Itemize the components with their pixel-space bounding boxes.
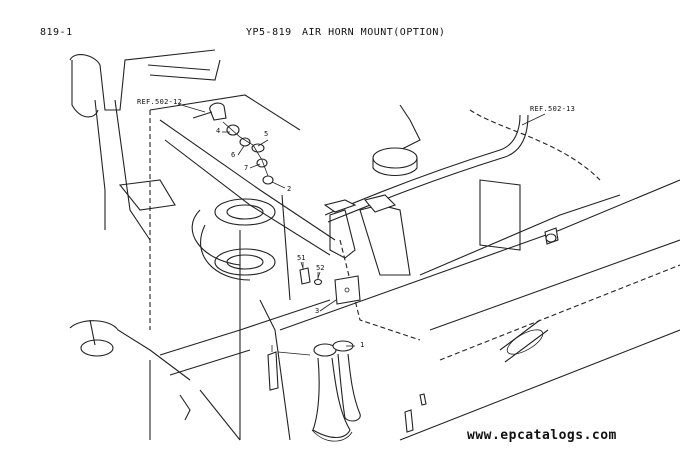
callout-3: 3 xyxy=(315,307,320,315)
chassis-frame xyxy=(279,179,680,441)
hose-routing xyxy=(323,104,601,341)
callout-7: 7 xyxy=(244,164,249,172)
leader-lines xyxy=(177,103,546,347)
watermark: www.epcatalogs.com xyxy=(467,428,617,443)
horn-bracket xyxy=(299,262,361,305)
callout-6: 6 xyxy=(231,151,236,159)
callout-5: 5 xyxy=(264,130,269,138)
title-text: AIR HORN MOUNT(OPTION) xyxy=(302,27,446,38)
small-bolts xyxy=(179,393,427,433)
callout-2: 2 xyxy=(287,185,292,193)
page-id: 819-1 xyxy=(40,27,73,38)
reference-label-left: REF.502-12 xyxy=(137,98,183,106)
air-horns xyxy=(267,340,361,442)
fittings xyxy=(192,102,274,185)
title-code: YP5-819 xyxy=(246,27,292,38)
callout-51: 51 xyxy=(297,254,306,262)
callout-52: 52 xyxy=(316,264,325,272)
reference-label-right: REF.502-13 xyxy=(530,105,576,113)
callout-4: 4 xyxy=(216,127,221,135)
mast-frame xyxy=(69,49,336,441)
callout-1: 1 xyxy=(360,341,365,349)
